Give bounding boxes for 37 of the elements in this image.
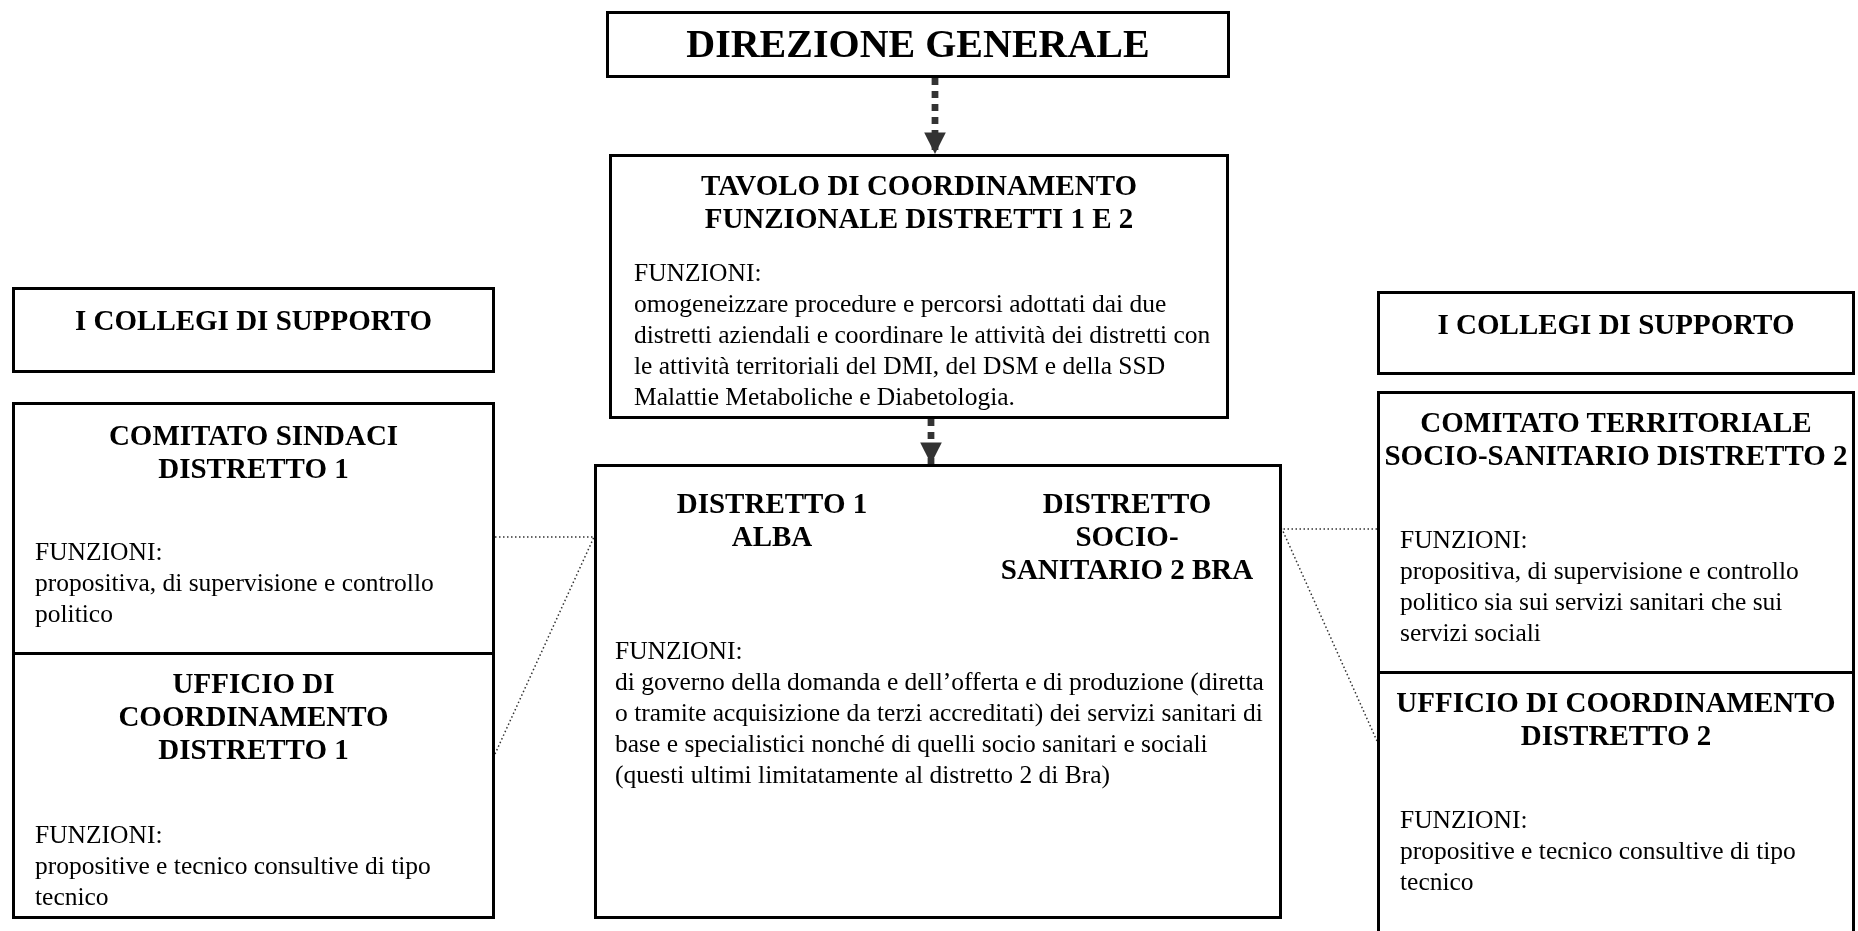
dotted-connector [494,536,595,538]
description-text: propositiva, di supervisione e controllo politico [35,567,435,629]
section-label: FUNZIONI: [634,257,763,288]
box-title: I COLLEGI DI SUPPORTO [1436,308,1796,341]
box-title: COMITATO TERRITORIALE SOCIO-SANITARIO DISTRETTO 2 [1383,406,1849,472]
group-header-box [12,287,495,373]
org-unit-box [1377,671,1855,931]
box-title: DISTRETTO SOCIO-SANITARIO 2 BRA [999,487,1255,586]
arrow [924,78,946,154]
section-label: FUNZIONI: [615,635,744,666]
dotted-connector [494,536,595,755]
org-unit-box [12,652,495,919]
arrow [920,419,942,464]
box-title: TAVOLO DI COORDINAMENTO FUNZIONALE DISTRETTI 1 E 2 [699,169,1139,235]
org-unit-box [12,402,495,655]
dotted-connector [1281,528,1378,530]
box-title: I COLLEGI DI SUPPORTO [74,304,433,337]
org-unit-box [609,154,1229,419]
section-label: FUNZIONI: [1400,804,1529,835]
section-label: FUNZIONI: [35,819,164,850]
box-title: UFFICIO DI COORDINAMENTO DISTRETTO 2 [1395,686,1837,752]
box-title: UFFICIO DI COORDINAMENTO DISTRETTO 1 [117,667,390,766]
box-title: COMITATO SINDACI DISTRETTO 1 [107,419,400,485]
description-text: propositiva, di supervisione e controllo politico sia sui servizi sanitari che sui servizi sociali [1400,555,1800,648]
group-header-box [1377,291,1855,375]
org-unit-box [1377,391,1855,674]
description-text: di governo della domanda e dell’offerta e di produzione (diretta o tramite acquisizione da terzi accreditati) dei servizi sanitari di base e specialistici nonché di quelli socio sanitari e sociali (questi ultimi limitatamente al distretto 2 di Bra) [615,666,1265,790]
org-unit-box [594,464,1282,919]
section-label: FUNZIONI: [35,536,164,567]
box-title: DIREZIONE GENERALE [685,22,1151,66]
box-title: DISTRETTO 1 ALBA [675,487,869,553]
section-label: FUNZIONI: [1400,524,1529,555]
description-text: propositive e tecnico consultive di tipo tecnico [1400,835,1797,897]
description-text: propositive e tecnico consultive di tipo tecnico [35,850,432,912]
description-text: omogeneizzare procedure e percorsi adottati dai due distretti aziendali e coordinare le attività dei distretti con le attività territoriali del DMI, del DSM e della SSD Malattie Metaboliche e Diabetologia. [634,288,1212,412]
dotted-connector [1281,528,1378,742]
direction-box [606,11,1230,78]
